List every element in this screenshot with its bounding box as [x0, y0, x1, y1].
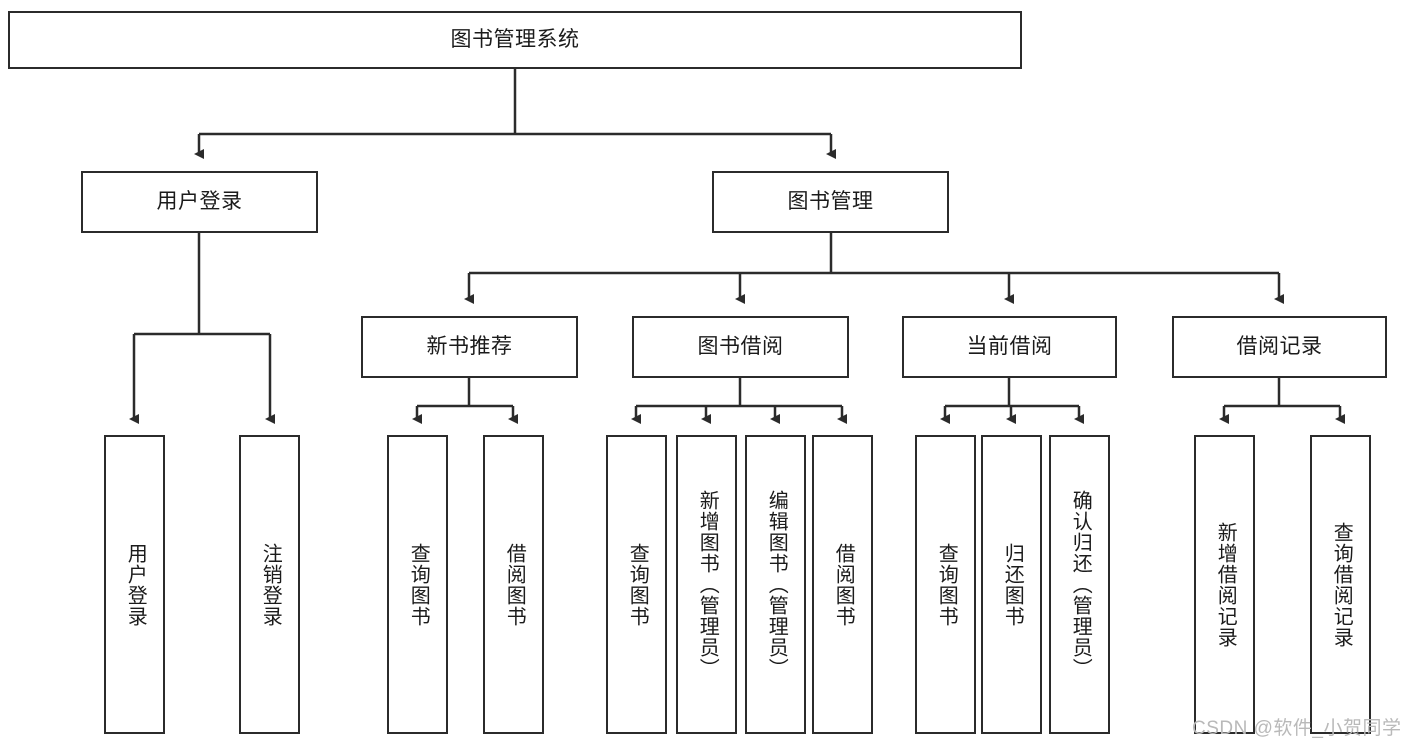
node-book-borrow-label: 图书借阅 [697, 334, 784, 358]
node-leaf-user-login-label: 用户登录 [124, 542, 147, 627]
node-leaf-add-record-label: 新增借阅记录 [1214, 521, 1237, 648]
node-borrow-record-label: 借阅记录 [1236, 334, 1323, 358]
node-leaf-borrow-book-2-label: 借阅图书 [832, 542, 855, 627]
node-leaf-query-book-1[interactable]: 查询图书 [387, 435, 448, 734]
node-leaf-query-book-3[interactable]: 查询图书 [915, 435, 976, 734]
node-book-borrow[interactable]: 图书借阅 [632, 316, 849, 378]
node-leaf-logout-login-label: 注销登录 [259, 542, 282, 627]
node-leaf-confirm-return[interactable]: 确认归还（管理员） [1049, 435, 1110, 734]
node-leaf-query-book-1-label: 查询图书 [407, 542, 430, 627]
node-current-borrow[interactable]: 当前借阅 [902, 316, 1117, 378]
node-leaf-query-book-2[interactable]: 查询图书 [606, 435, 667, 734]
node-leaf-add-book[interactable]: 新增图书（管理员） [676, 435, 737, 734]
node-root[interactable]: 图书管理系统 [8, 11, 1022, 69]
node-leaf-add-record[interactable]: 新增借阅记录 [1194, 435, 1255, 734]
node-leaf-edit-book[interactable]: 编辑图书（管理员） [745, 435, 806, 734]
node-leaf-add-book-label: 新增图书（管理员） [696, 490, 719, 679]
node-leaf-user-login[interactable]: 用户登录 [104, 435, 165, 734]
node-leaf-query-book-3-label: 查询图书 [935, 542, 958, 627]
node-leaf-query-book-2-label: 查询图书 [626, 542, 649, 627]
node-current-borrow-label: 当前借阅 [966, 334, 1053, 358]
node-book-management-label: 图书管理 [787, 189, 874, 213]
node-leaf-edit-book-label: 编辑图书（管理员） [765, 490, 788, 679]
node-borrow-record[interactable]: 借阅记录 [1172, 316, 1387, 378]
node-leaf-return-book-label: 归还图书 [1001, 542, 1024, 627]
node-leaf-logout-login[interactable]: 注销登录 [239, 435, 300, 734]
node-leaf-borrow-book-1-label: 借阅图书 [503, 542, 526, 627]
node-leaf-query-record-label: 查询借阅记录 [1330, 521, 1353, 648]
node-root-label: 图书管理系统 [450, 27, 580, 51]
node-leaf-return-book[interactable]: 归还图书 [981, 435, 1042, 734]
node-book-management[interactable]: 图书管理 [712, 171, 949, 233]
node-leaf-confirm-return-label: 确认归还（管理员） [1069, 490, 1092, 679]
node-new-book-recommend[interactable]: 新书推荐 [361, 316, 578, 378]
node-leaf-borrow-book-2[interactable]: 借阅图书 [812, 435, 873, 734]
node-user-login-label: 用户登录 [156, 189, 243, 213]
node-user-login[interactable]: 用户登录 [81, 171, 318, 233]
node-leaf-query-record[interactable]: 查询借阅记录 [1310, 435, 1371, 734]
node-new-book-recommend-label: 新书推荐 [426, 334, 513, 358]
csdn-watermark: CSDN @软件_小贺同学 [1192, 718, 1402, 739]
node-leaf-borrow-book-1[interactable]: 借阅图书 [483, 435, 544, 734]
